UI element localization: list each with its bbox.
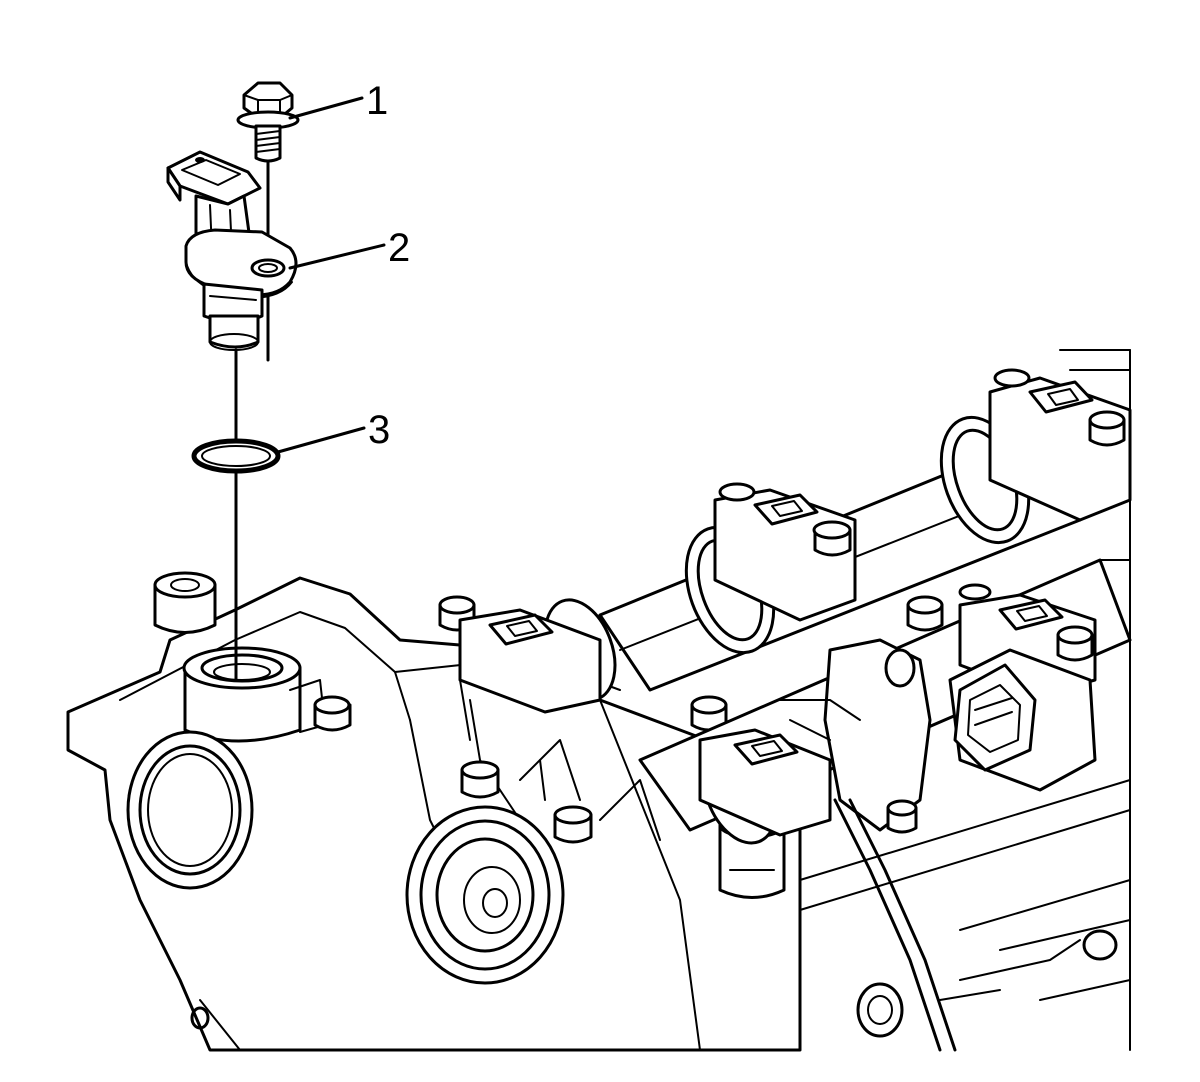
actuator-connector [779, 638, 1097, 1052]
sensor-bolt [236, 81, 300, 163]
callout-number: 1 [366, 79, 388, 123]
callout-2: 2 [288, 226, 410, 270]
o-ring-seal [191, 438, 281, 474]
callout-3: 3 [276, 408, 390, 454]
cam-caps [458, 368, 1132, 837]
callout-1: 1 [288, 79, 388, 123]
lower-right-details [799, 349, 1131, 1051]
callout-number: 3 [368, 408, 390, 452]
camshaft-position-sensor [166, 150, 298, 351]
callout-number: 2 [388, 226, 410, 270]
cylinder-head [66, 576, 802, 1052]
